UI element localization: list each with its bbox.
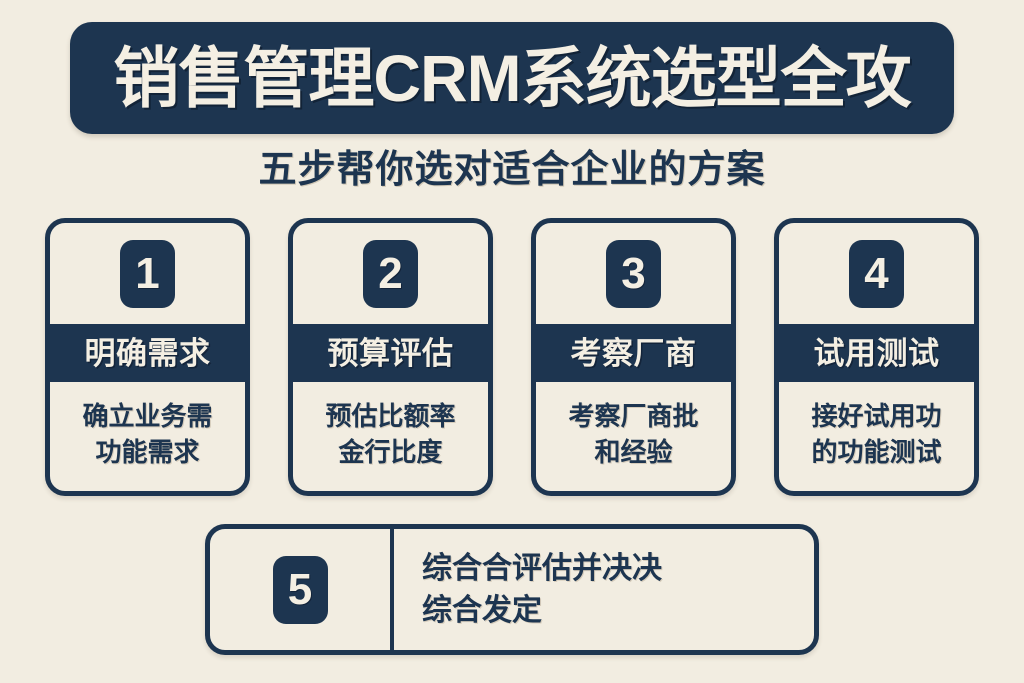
step-body-line-1a: 确立业务需 [82, 401, 213, 432]
step-number-zone-5: 5 [210, 529, 394, 650]
step-heading-4: 试用测试 [813, 335, 940, 371]
step-number-badge-5: 5 [272, 555, 328, 624]
step-body-5: 综合合评估并决决 综合发定 [394, 529, 814, 650]
step-number-badge-3: 3 [606, 239, 661, 308]
step-number-zone-1: 1 [50, 223, 245, 324]
step-number-badge-4: 4 [849, 239, 904, 308]
step-heading-2: 预算评估 [327, 335, 454, 371]
step-card-5: 5 综合合评估并决决 综合发定 [205, 524, 819, 655]
title-plate: 销售管理CRM系统选型全攻 [70, 22, 954, 134]
step-heading-band-2: 预算评估 [293, 324, 488, 382]
page-subtitle: 五步帮你选对适合企业的方案 [258, 149, 766, 191]
step-heading-3: 考察厂商 [570, 335, 697, 371]
step-heading-band-1: 明确需求 [50, 324, 245, 382]
step-body-line-2a: 预估比额率 [325, 401, 456, 432]
step-body-line-5a: 综合合评估并决决 [422, 552, 662, 586]
step-body-line-3b: 和经验 [594, 436, 673, 467]
step-card-2: 2 预算评估 预估比额率 金行比度 [288, 218, 493, 496]
step-number-badge-1: 1 [120, 239, 175, 308]
step-body-line-1b: 功能需求 [95, 436, 200, 467]
step-body-2: 预估比额率 金行比度 [293, 382, 488, 491]
step-card-4: 4 试用测试 接好试用功 的功能测试 [774, 218, 979, 496]
step-card-3: 3 考察厂商 考察厂商批 和经验 [531, 218, 736, 496]
page-title: 销售管理CRM系统选型全攻 [113, 41, 911, 115]
step-number-badge-2: 2 [363, 239, 418, 308]
step-number-zone-2: 2 [293, 223, 488, 324]
step-body-line-5b: 综合发定 [422, 593, 542, 627]
step-body-line-4a: 接好试用功 [811, 401, 942, 432]
step-number-zone-4: 4 [779, 223, 974, 324]
step-heading-band-4: 试用测试 [779, 324, 974, 382]
step-heading-band-3: 考察厂商 [536, 324, 731, 382]
step-body-line-3a: 考察厂商批 [568, 401, 699, 432]
step-card-row: 1 明确需求 确立业务需 功能需求 2 预算评估 预估比额率 金行比度 [45, 218, 979, 496]
step-body-3: 考察厂商批 和经验 [536, 382, 731, 491]
step-number-zone-3: 3 [536, 223, 731, 324]
step-card-1: 1 明确需求 确立业务需 功能需求 [45, 218, 250, 496]
step-body-4: 接好试用功 的功能测试 [779, 382, 974, 491]
step-heading-1: 明确需求 [84, 335, 211, 371]
step-body-line-4b: 的功能测试 [811, 436, 942, 467]
step-body-1: 确立业务需 功能需求 [50, 382, 245, 491]
step-body-line-2b: 金行比度 [338, 436, 443, 467]
